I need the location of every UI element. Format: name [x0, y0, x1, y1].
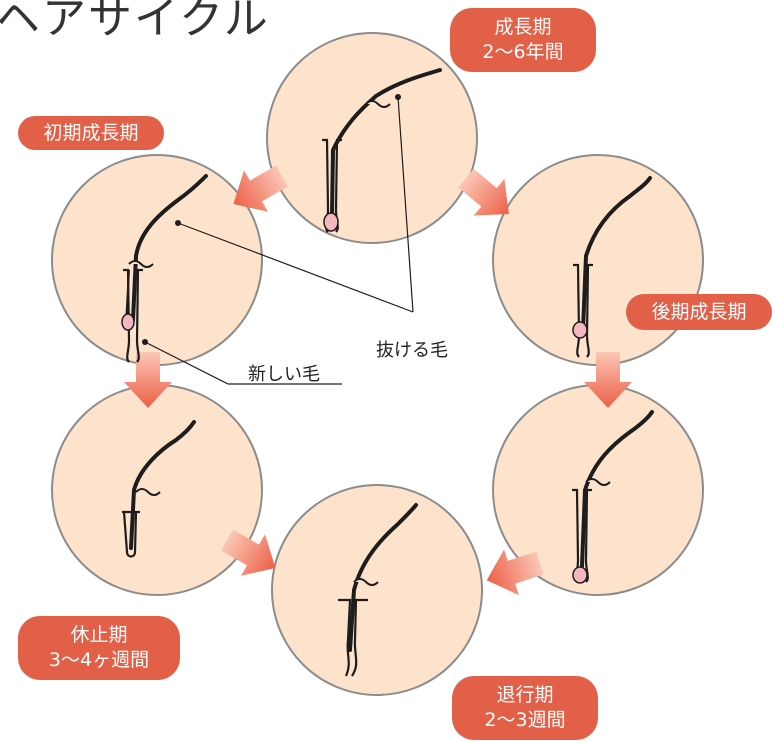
arrow-early-growth-to-rest — [124, 352, 172, 408]
hair-rest — [122, 420, 196, 558]
hair-early-growth — [121, 174, 208, 364]
stage-circle-growth — [266, 32, 478, 244]
arrow-late-growth-to-regression — [584, 352, 632, 408]
stage-badge-regression: 退行期 2〜3週間 — [452, 676, 598, 740]
stage-circle-shedding — [271, 484, 483, 696]
arrow-growth-to-early-growth — [233, 165, 288, 212]
stage-name-growth: 成長期 — [494, 16, 552, 38]
stage-name-late-growth: 後期成長期 — [651, 300, 747, 323]
stage-circle-early-growth — [51, 154, 263, 366]
hair-regression — [570, 410, 654, 584]
stage-badge-growth: 成長期 2〜6年間 — [450, 8, 596, 72]
stage-duration-rest: 3〜4ヶ週間 — [48, 649, 150, 671]
stage-name-rest: 休止期 — [70, 624, 128, 646]
hair-shedding — [338, 503, 418, 677]
new-hair-label: 新しい毛 — [248, 364, 320, 385]
stage-circle-late-growth — [492, 154, 704, 366]
stage-duration-regression: 2〜3週間 — [484, 709, 566, 731]
stage-duration-growth: 2〜6年間 — [482, 41, 564, 63]
stage-circle-rest — [51, 384, 263, 596]
stage-badge-late-growth: 後期成長期 — [626, 294, 772, 330]
stage-name-early-growth: 初期成長期 — [43, 121, 139, 144]
arrow-regression-to-shedding — [486, 549, 544, 596]
arrow-rest-to-shedding — [221, 529, 276, 576]
stage-badge-rest: 休止期 3〜4ヶ週間 — [18, 616, 180, 680]
shedding-hair-label: 抜ける毛 — [376, 340, 448, 361]
hair-late-growth — [571, 176, 652, 359]
leader-lines — [144, 96, 414, 385]
arrow-growth-to-late-growth — [458, 168, 509, 216]
stage-name-regression: 退行期 — [496, 684, 554, 706]
hair-growth — [320, 68, 442, 234]
diagram-title: ヘアサイクル — [0, 0, 270, 44]
stage-badge-early-growth: 初期成長期 — [18, 116, 164, 150]
